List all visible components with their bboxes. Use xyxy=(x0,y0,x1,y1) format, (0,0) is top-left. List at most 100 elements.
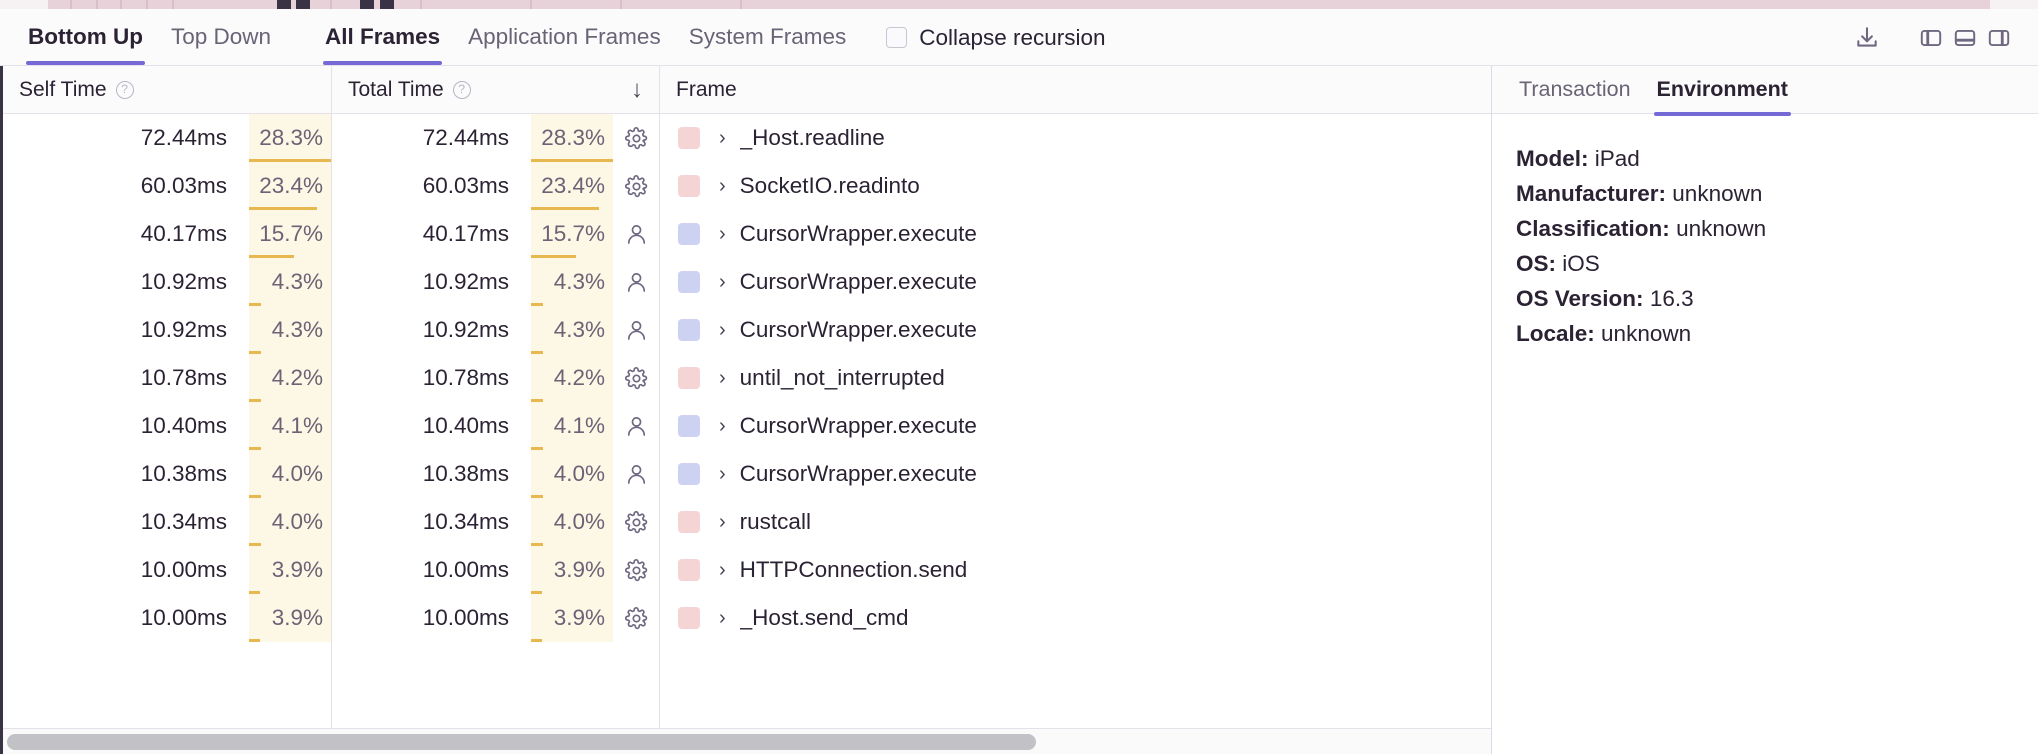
person-icon[interactable] xyxy=(613,462,659,487)
frame-color-swatch xyxy=(678,463,700,485)
column-header-total-time[interactable]: Total Time ? ↓ xyxy=(332,66,660,113)
tab-all-frames[interactable]: All Frames xyxy=(315,10,450,66)
collapse-recursion-checkbox[interactable]: Collapse recursion xyxy=(886,25,1106,51)
gear-icon[interactable] xyxy=(613,558,659,583)
cell-total-time: 60.03ms 23.4% xyxy=(332,162,660,210)
frame-label: Frame xyxy=(676,77,737,101)
total-time-value: 60.03ms xyxy=(422,173,509,198)
scrollbar-thumb[interactable] xyxy=(7,733,1036,750)
column-header-frame[interactable]: Frame xyxy=(660,66,1491,113)
expand-caret-icon[interactable]: › xyxy=(719,559,726,581)
environment-field-key: Classification: xyxy=(1516,216,1670,241)
environment-field: OS: iOS xyxy=(1516,246,2014,281)
expand-caret-icon[interactable]: › xyxy=(719,319,726,341)
expand-caret-icon[interactable]: › xyxy=(719,223,726,245)
frame-name: CursorWrapper.execute xyxy=(739,317,977,342)
gear-icon[interactable] xyxy=(613,606,659,631)
cell-frame: ›CursorWrapper.execute xyxy=(660,210,1491,258)
self-percent-bar xyxy=(249,495,261,498)
gear-icon[interactable] xyxy=(613,366,659,391)
tab-application-frames[interactable]: Application Frames xyxy=(468,23,661,49)
expand-caret-icon[interactable]: › xyxy=(719,175,726,197)
help-icon[interactable]: ? xyxy=(452,80,471,99)
expand-caret-icon[interactable]: › xyxy=(719,415,726,437)
person-icon[interactable] xyxy=(613,414,659,439)
person-icon[interactable] xyxy=(613,222,659,247)
table-filler xyxy=(3,642,1491,728)
layout-left-panel-icon[interactable] xyxy=(1914,21,1948,55)
tab-bottom-up[interactable]: Bottom Up xyxy=(18,10,153,66)
cell-frame: › CursorWrapper.execute xyxy=(660,306,1491,354)
environment-field: Locale: unknown xyxy=(1516,316,2014,351)
total-percent-value: 4.1% xyxy=(553,413,605,438)
gear-icon[interactable] xyxy=(613,174,659,199)
frame-name: CursorWrapper.execute xyxy=(739,461,977,486)
tab-top-down[interactable]: Top Down xyxy=(170,23,272,49)
layout-bottom-panel-icon[interactable] xyxy=(1948,21,1982,55)
total-percent-bar xyxy=(531,591,542,594)
total-time-value: 10.00ms xyxy=(422,605,509,630)
self-percent-bar xyxy=(249,303,261,306)
frame-color-swatch xyxy=(678,559,700,581)
expand-caret-icon[interactable]: › xyxy=(719,607,726,629)
self-percent-bar xyxy=(249,159,331,162)
expand-caret-icon[interactable]: › xyxy=(719,511,726,533)
checkbox-box[interactable] xyxy=(886,27,908,48)
frame-name: _Host.send_cmd xyxy=(739,605,909,630)
column-header-self-time[interactable]: Self Time ? xyxy=(3,66,332,113)
expand-caret-icon[interactable]: › xyxy=(719,271,726,293)
expand-caret-icon[interactable]: › xyxy=(719,463,726,485)
gear-icon[interactable] xyxy=(613,126,659,151)
self-time-value: 10.92ms xyxy=(140,269,227,294)
layout-right-panel-icon[interactable] xyxy=(1982,21,2016,55)
environment-field-value: unknown xyxy=(1676,216,1767,241)
total-percent-bar xyxy=(531,207,599,210)
tab-transaction[interactable]: Transaction xyxy=(1519,76,1631,101)
total-time-label: Total Time xyxy=(348,77,444,101)
sort-descending-icon[interactable]: ↓ xyxy=(631,75,643,103)
person-icon[interactable] xyxy=(613,270,659,295)
self-percent-cell: 4.1% xyxy=(249,402,331,450)
view-mode-tabs: Bottom Up Top Down xyxy=(18,10,289,66)
frame-color-swatch xyxy=(678,175,700,197)
cell-frame: ›rustcall xyxy=(660,498,1491,546)
expand-caret-icon[interactable]: › xyxy=(719,367,726,389)
total-percent-value: 23.4% xyxy=(541,173,605,198)
total-time-value: 10.78ms xyxy=(422,365,509,390)
environment-field-key: OS Version: xyxy=(1516,286,1644,311)
horizontal-scrollbar[interactable] xyxy=(3,728,1491,754)
gear-icon[interactable] xyxy=(613,510,659,535)
tab-system-frames[interactable]: System Frames xyxy=(688,23,847,49)
cell-frame: › CursorWrapper.execute xyxy=(660,450,1491,498)
tab-environment[interactable]: Environment xyxy=(1648,64,1797,116)
help-icon[interactable]: ? xyxy=(115,80,134,99)
self-percent-cell: 23.4% xyxy=(249,162,331,210)
expand-caret-icon[interactable]: › xyxy=(719,127,726,149)
person-icon[interactable] xyxy=(613,318,659,343)
total-time-value: 10.40ms xyxy=(422,413,509,438)
self-time-value: 10.92ms xyxy=(140,317,227,342)
total-percent-value: 28.3% xyxy=(541,125,605,150)
self-percent-cell: 3.9% xyxy=(249,594,331,642)
download-icon[interactable] xyxy=(1850,21,1884,55)
total-percent-value: 4.0% xyxy=(553,461,605,486)
